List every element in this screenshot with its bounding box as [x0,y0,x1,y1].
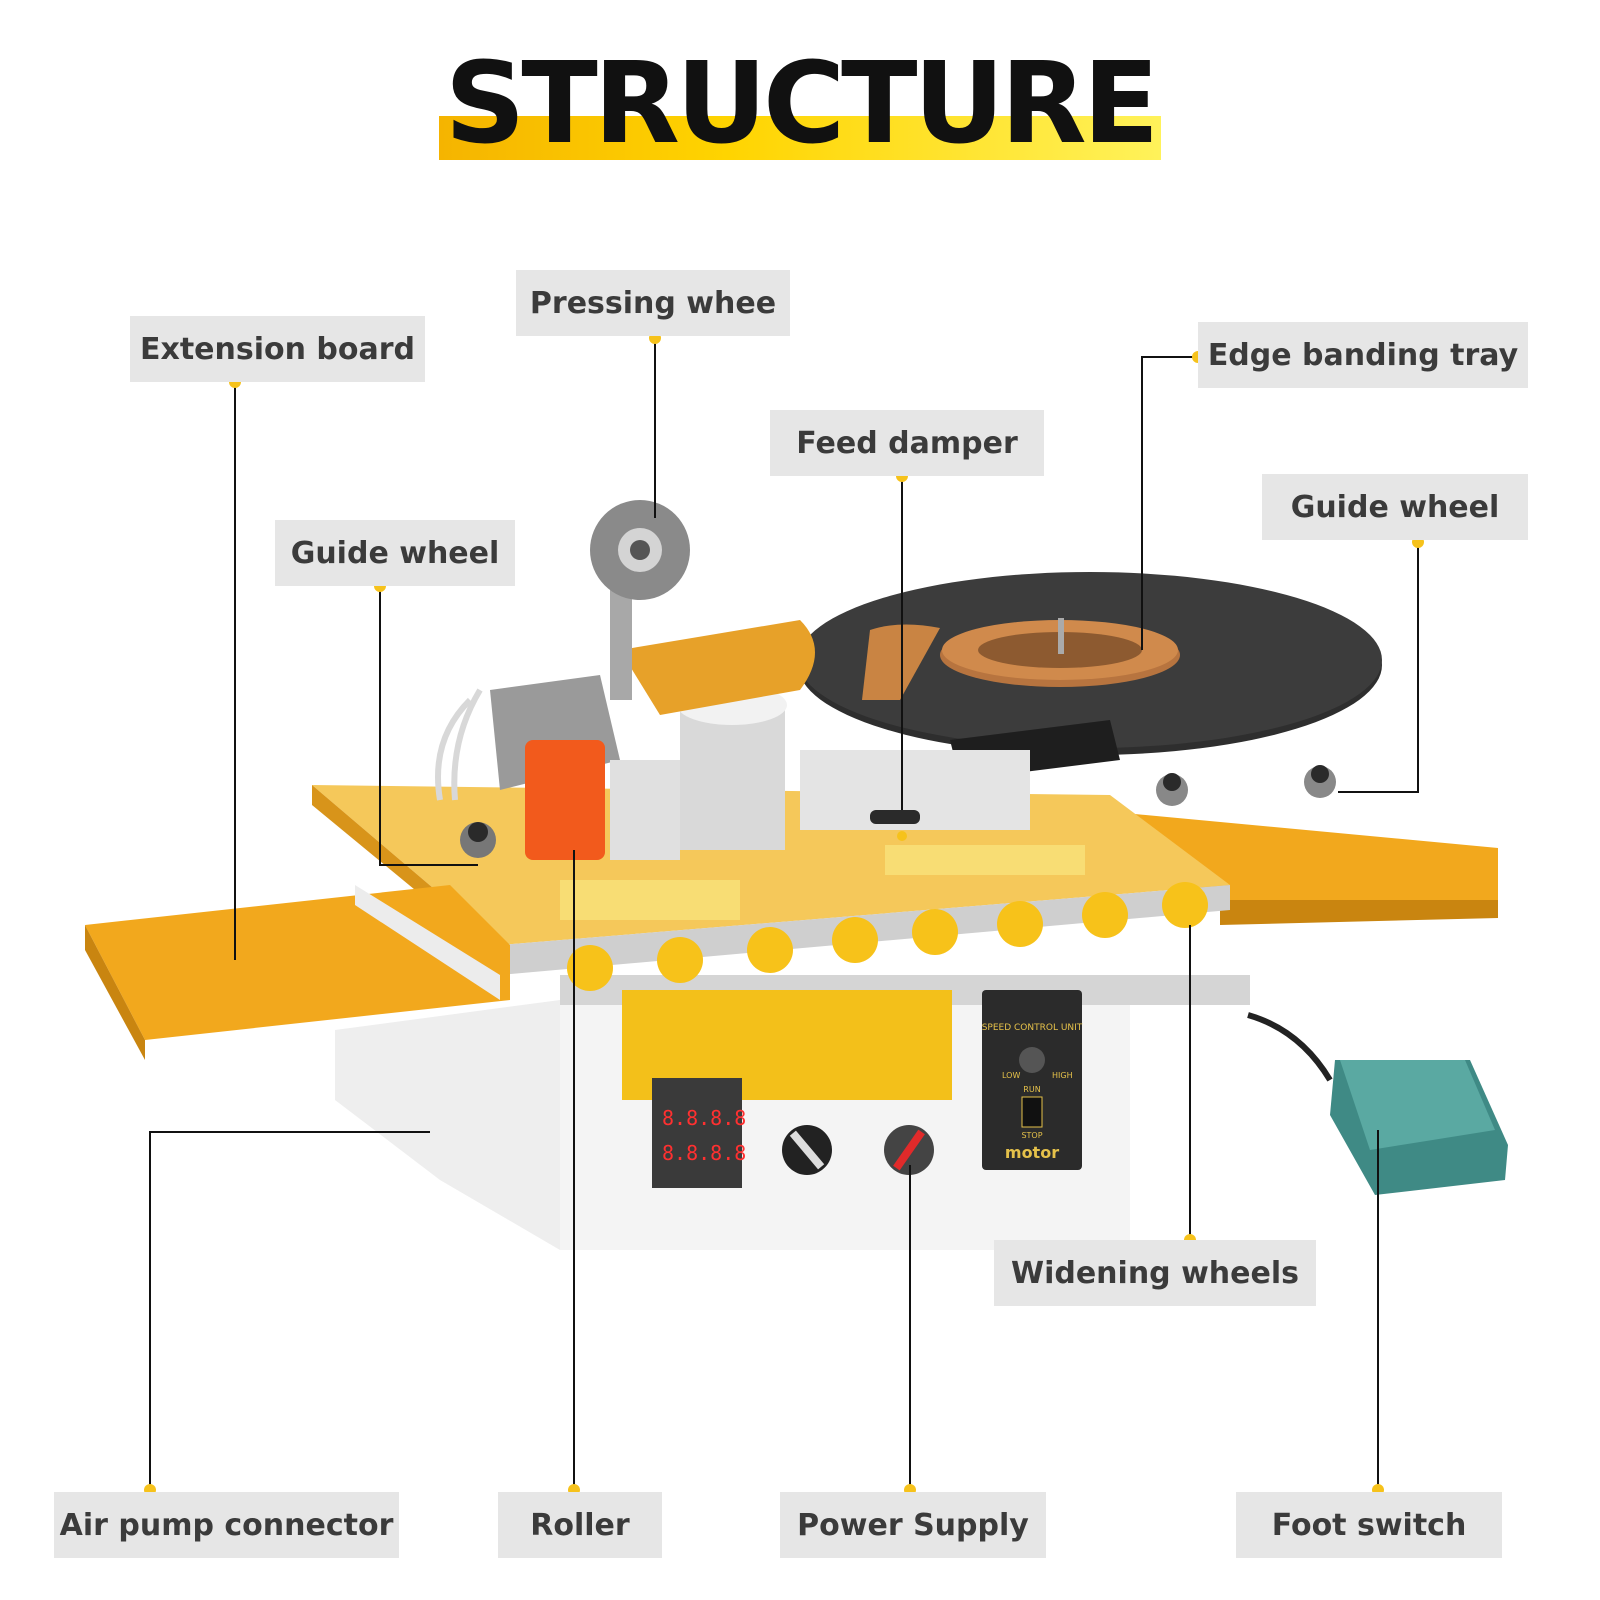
svg-text:RUN: RUN [1023,1085,1040,1094]
label-foot-switch: Foot switch [1236,1492,1502,1558]
label-guide-wheel-right: Guide wheel [1262,474,1528,540]
label-air-pump-connector: Air pump connector [54,1492,399,1558]
svg-text:STOP: STOP [1021,1131,1042,1140]
label-power-supply: Power Supply [780,1492,1046,1558]
svg-text:motor: motor [1005,1143,1059,1162]
foot-switch[interactable] [1247,1012,1508,1195]
svg-text:8.8.8.8: 8.8.8.8 [662,1141,746,1165]
svg-text:LOW: LOW [1002,1071,1020,1080]
head-assembly [435,500,1030,860]
label-widening-wheels: Widening wheels [994,1240,1316,1306]
label-guide-wheel-left: Guide wheel [275,520,515,586]
label-feed-damper: Feed damper [770,410,1044,476]
temperature-knob[interactable] [782,1125,832,1175]
base-cabinet: 8.8.8.8 8.8.8.8 [335,885,1250,1250]
svg-text:SPEED CONTROL UNIT: SPEED CONTROL UNIT [982,1023,1083,1033]
label-roller: Roller [498,1492,662,1558]
widening-wheels [567,882,1208,991]
leader-lines [149,338,1419,1490]
label-edge-banding-tray: Edge banding tray [1198,322,1528,388]
svg-text:HIGH: HIGH [1052,1071,1073,1080]
label-extension-board: Extension board [130,316,425,382]
svg-text:8.8.8.8: 8.8.8.8 [662,1106,746,1130]
label-pressing-wheel: Pressing whee [516,270,790,336]
edge-banding-tray [798,572,1382,780]
page-title: STRUCTURE [438,40,1162,160]
power-supply-knob[interactable] [884,1125,934,1175]
speed-control-unit: SPEED CONTROL UNIT LOW HIGH RUN STOP mot… [982,990,1083,1170]
guide-wheel-posts [460,765,1336,858]
